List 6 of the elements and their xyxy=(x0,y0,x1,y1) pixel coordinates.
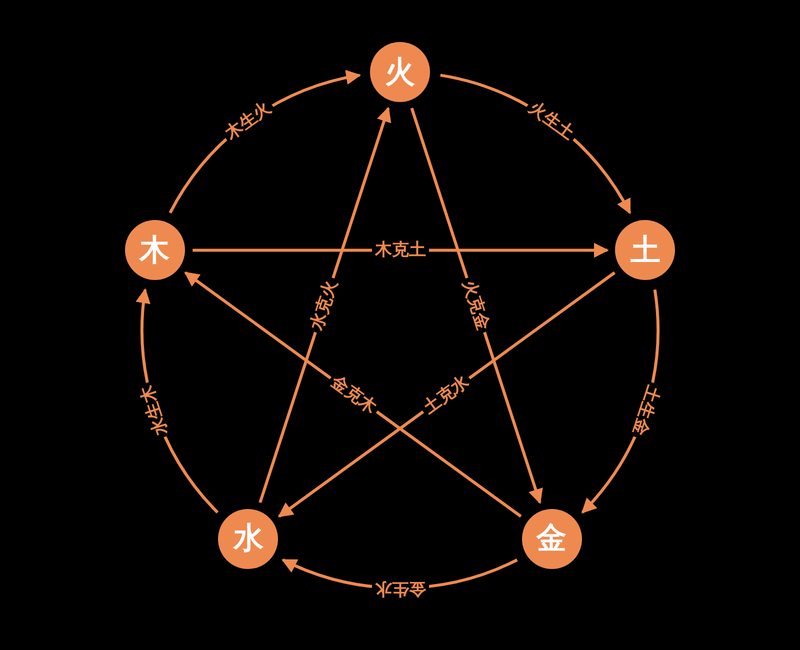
element-circle: 木 xyxy=(124,220,185,280)
element-circle: 水 xyxy=(218,508,278,569)
element-circle: 金 xyxy=(522,508,582,569)
element-circle: 土 xyxy=(615,220,676,280)
edge-label: 金生水 xyxy=(372,578,428,598)
element-circle: 火 xyxy=(370,42,430,102)
